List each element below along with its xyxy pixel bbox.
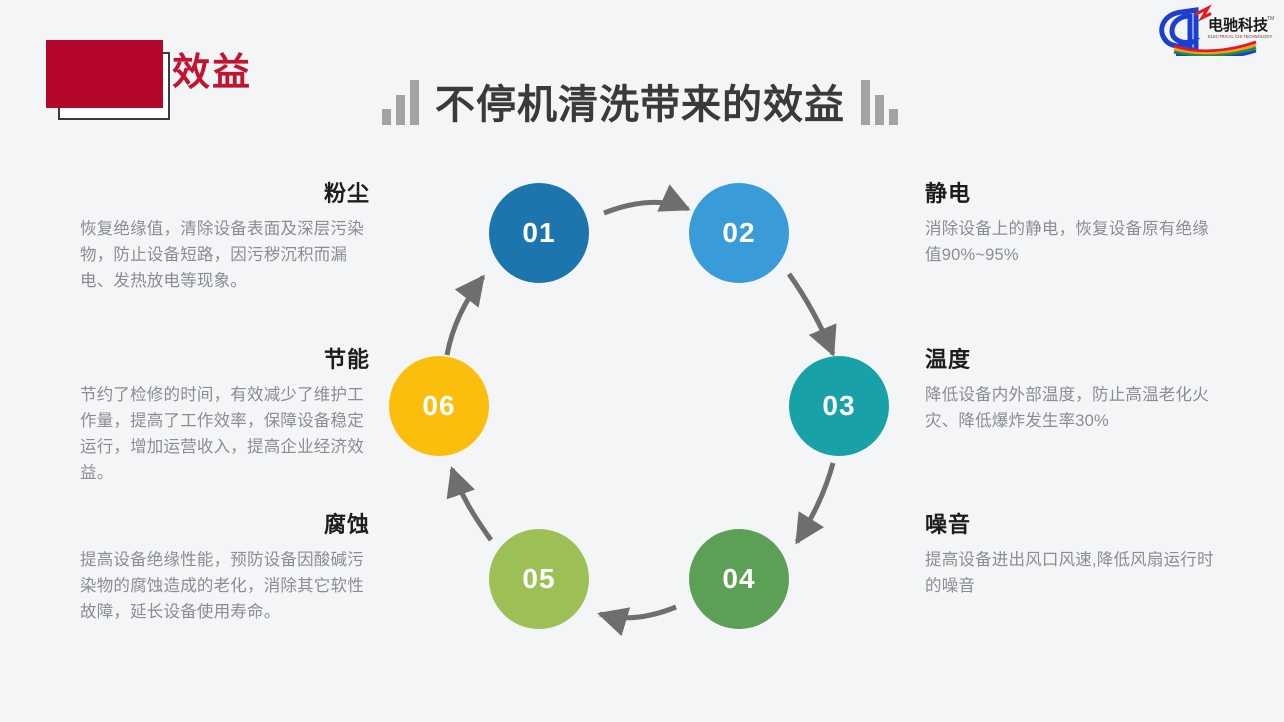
- section-label: 效益: [172, 52, 253, 94]
- bar-chart-ascending-icon: [382, 77, 419, 125]
- info-heading-corrosion: 腐蚀: [323, 512, 370, 537]
- info-heading-static: 静电: [925, 181, 972, 206]
- arrow-05-to-06: [446, 466, 494, 542]
- svg-text:电驰科技: 电驰科技: [1208, 16, 1269, 34]
- info-body-static: 消除设备上的静电，恢复设备原有绝缘值90%~95%: [925, 220, 1209, 264]
- info-body-temperature: 降低设备内外部温度，防止高温老化火灾、降低爆炸发生率30%: [925, 386, 1209, 430]
- info-body-energy: 节约了检修的时间，有效减少了维护工作量，提高了工作效率，保障设备稳定运行，增加运…: [80, 386, 364, 482]
- cycle-node-05[interactable]: 05: [489, 529, 589, 629]
- arrow-03-to-04: [794, 462, 836, 545]
- info-block-static: 静电 消除设备上的静电，恢复设备原有绝缘值90%~95%: [925, 180, 1215, 268]
- slide-header: 效益 不停机清洗带来的效益 电驰科技 ELECTRICAL CHI TECHNO…: [0, 0, 1284, 150]
- cycle-node-01[interactable]: 01: [489, 183, 589, 283]
- page-title: 不停机清洗带来的效益: [435, 83, 845, 127]
- bar-chart-descending-icon: [861, 77, 898, 125]
- cycle-node-04[interactable]: 04: [689, 529, 789, 629]
- arrow-06-to-01: [444, 274, 485, 356]
- info-heading-temperature: 温度: [925, 347, 972, 372]
- cycle-node-03[interactable]: 03: [789, 356, 889, 456]
- info-heading-noise: 噪音: [925, 512, 972, 537]
- info-block-corrosion: 腐蚀 提高设备绝缘性能，预防设备因酸碱污染物的腐蚀造成的老化，消除其它软性故障，…: [80, 511, 370, 625]
- cycle-diagram: 01 02 03 04 05 06 粉尘 恢复绝缘值，清除设备表面及深层污染物，…: [0, 150, 1284, 722]
- info-heading-energy: 节能: [323, 347, 370, 372]
- info-body-corrosion: 提高设备绝缘性能，预防设备因酸碱污染物的腐蚀造成的老化，消除其它软性故障，延长设…: [80, 551, 364, 621]
- company-logo: 电驰科技 ELECTRICAL CHI TECHNOLOGY TM: [1152, 4, 1276, 60]
- svg-text:ELECTRICAL CHI TECHNOLOGY: ELECTRICAL CHI TECHNOLOGY: [1208, 34, 1273, 39]
- arrow-04-to-05: [597, 604, 677, 637]
- info-block-noise: 噪音 提高设备进出风口风速,降低风扇运行时的噪音: [925, 511, 1215, 599]
- info-block-dust: 粉尘 恢复绝缘值，清除设备表面及深层污染物，防止设备短路，因污秽沉积而漏电、发热…: [80, 180, 370, 294]
- cycle-node-02[interactable]: 02: [689, 183, 789, 283]
- info-heading-dust: 粉尘: [323, 181, 370, 206]
- info-block-energy: 节能 节约了检修的时间，有效减少了维护工作量，提高了工作效率，保障设备稳定运行，…: [80, 346, 370, 486]
- cycle-node-06[interactable]: 06: [389, 356, 489, 456]
- info-block-temperature: 温度 降低设备内外部温度，防止高温老化火灾、降低爆炸发生率30%: [925, 346, 1215, 434]
- arrow-02-to-03: [786, 272, 837, 357]
- info-body-dust: 恢复绝缘值，清除设备表面及深层污染物，防止设备短路，因污秽沉积而漏电、发热放电等…: [80, 220, 364, 290]
- title-row: 不停机清洗带来的效益: [330, 62, 950, 140]
- section-badge: [46, 40, 186, 125]
- arrow-01-to-02: [603, 184, 691, 216]
- badge-fill-shape: [46, 40, 163, 108]
- svg-text:TM: TM: [1267, 16, 1274, 22]
- info-body-noise: 提高设备进出风口风速,降低风扇运行时的噪音: [925, 551, 1214, 595]
